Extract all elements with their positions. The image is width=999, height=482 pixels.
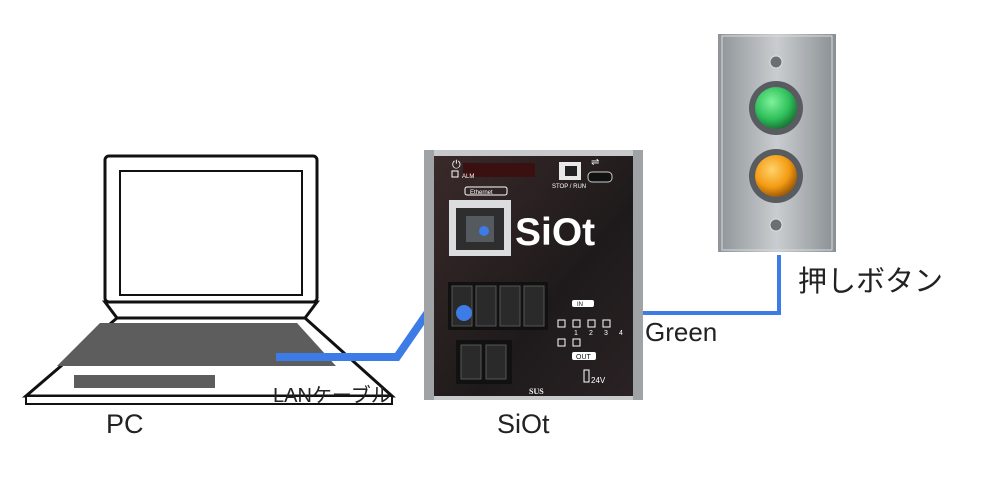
push-button-box (718, 34, 836, 252)
lan-cable-label: LANケーブル (273, 385, 391, 407)
port-label-2: 2 (589, 330, 593, 337)
out-tag: OUT (576, 354, 592, 361)
ethernet-tag: Ethernet (470, 190, 493, 196)
siot-label: SiOt (497, 409, 550, 439)
stop-run-label: STOP / RUN (552, 184, 586, 190)
sus-label: SUS (529, 387, 544, 396)
port-label-4: 4 (619, 330, 623, 337)
port-label-1: 1 (574, 330, 578, 337)
svg-text:⏻: ⏻ (452, 158, 461, 171)
orange-button (755, 155, 797, 197)
green-button (755, 87, 797, 129)
push-button-label: 押しボタン (798, 266, 944, 298)
pc-label: PC (106, 409, 144, 439)
siot-device: ⏻ ALM ⇌ STOP / RUN Ethernet SiOt IN 1 2 … (424, 150, 643, 400)
device-brand: SiOt (515, 211, 595, 254)
laptop-icon (21, 154, 396, 405)
alm-label: ALM (462, 174, 474, 180)
in-tag: IN (577, 302, 583, 308)
port-label-3: 3 (604, 330, 608, 337)
green-wire-label: Green (645, 317, 718, 347)
voltage-label: 24V (591, 376, 606, 385)
svg-text:⇌: ⇌ (591, 157, 599, 168)
